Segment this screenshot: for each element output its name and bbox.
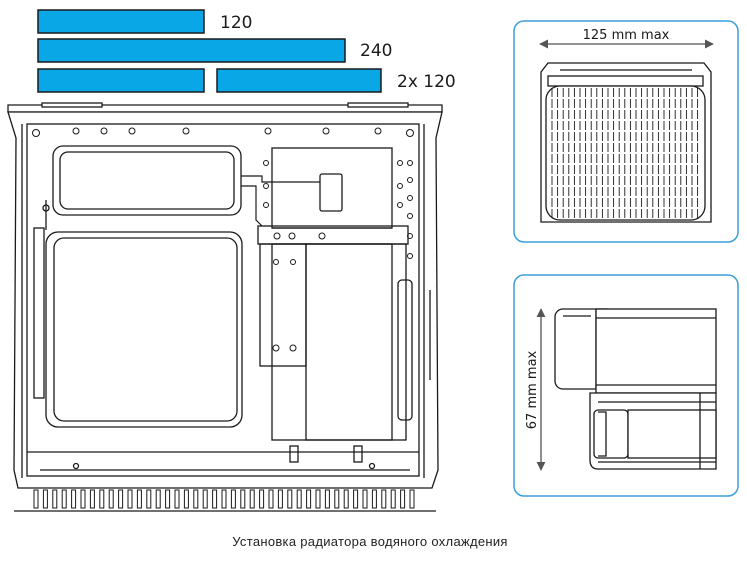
- vent-slot: [42, 489, 48, 509]
- bar-2x120-left: [37, 68, 205, 93]
- vent-slot: [259, 489, 265, 509]
- vent-slot: [165, 489, 171, 509]
- label-240: 240: [360, 41, 392, 61]
- vent-slot: [221, 489, 227, 509]
- vent-slot: [343, 489, 349, 509]
- vent-slot: [89, 489, 95, 509]
- vent-slot: [381, 489, 387, 509]
- vent-slot: [61, 489, 67, 509]
- vent-slot: [353, 489, 359, 509]
- figure-caption: Установка радиатора водяного охлаждения: [232, 534, 508, 549]
- vent-slot: [390, 489, 396, 509]
- case-drawing: [7, 102, 443, 489]
- vent-slot: [118, 489, 124, 509]
- vent-slot: [80, 489, 86, 509]
- vent-slot: [277, 489, 283, 509]
- radiator-top: [540, 62, 712, 223]
- top-view-panel: 125 mm max: [513, 20, 739, 243]
- bottom-vent-grille: [14, 489, 436, 512]
- vent-slot: [334, 489, 340, 509]
- vent-slot: [306, 489, 312, 509]
- vent-slot: [287, 489, 293, 509]
- vent-slot: [240, 489, 246, 509]
- vent-slot: [127, 489, 133, 509]
- bar-2x120-right: [216, 68, 382, 93]
- vent-slot: [174, 489, 180, 509]
- vent-slot: [362, 489, 368, 509]
- vent-slot: [146, 489, 152, 509]
- vent-slot: [212, 489, 218, 509]
- vent-slot: [400, 489, 406, 509]
- vent-slot: [268, 489, 274, 509]
- vent-slot: [249, 489, 255, 509]
- bar-240: [37, 38, 346, 63]
- label-2x120: 2x 120: [397, 72, 456, 92]
- vent-slot: [52, 489, 58, 509]
- vent-slot: [315, 489, 321, 509]
- vent-slot: [324, 489, 330, 509]
- vent-slot: [108, 489, 114, 509]
- vent-slot: [193, 489, 199, 509]
- vent-slot: [409, 489, 415, 509]
- vent-slot: [202, 489, 208, 509]
- vent-slot: [136, 489, 142, 509]
- top-view-width-label: 125 mm max: [583, 28, 670, 43]
- vent-slot: [296, 489, 302, 509]
- radiator-size-legend: 120 240 2x 120: [37, 9, 456, 93]
- side-view-panel: 67 mm max: [513, 274, 739, 497]
- vent-slot: [71, 489, 77, 509]
- label-120: 120: [220, 13, 252, 33]
- vent-slot: [33, 489, 39, 509]
- vent-slot: [183, 489, 189, 509]
- vent-slot: [371, 489, 377, 509]
- vent-slot: [230, 489, 236, 509]
- bar-120: [37, 9, 205, 34]
- side-view-height-label: 67 mm max: [525, 350, 540, 429]
- radiator-side: [554, 308, 717, 470]
- vent-slot: [99, 489, 105, 509]
- vent-slot: [155, 489, 161, 509]
